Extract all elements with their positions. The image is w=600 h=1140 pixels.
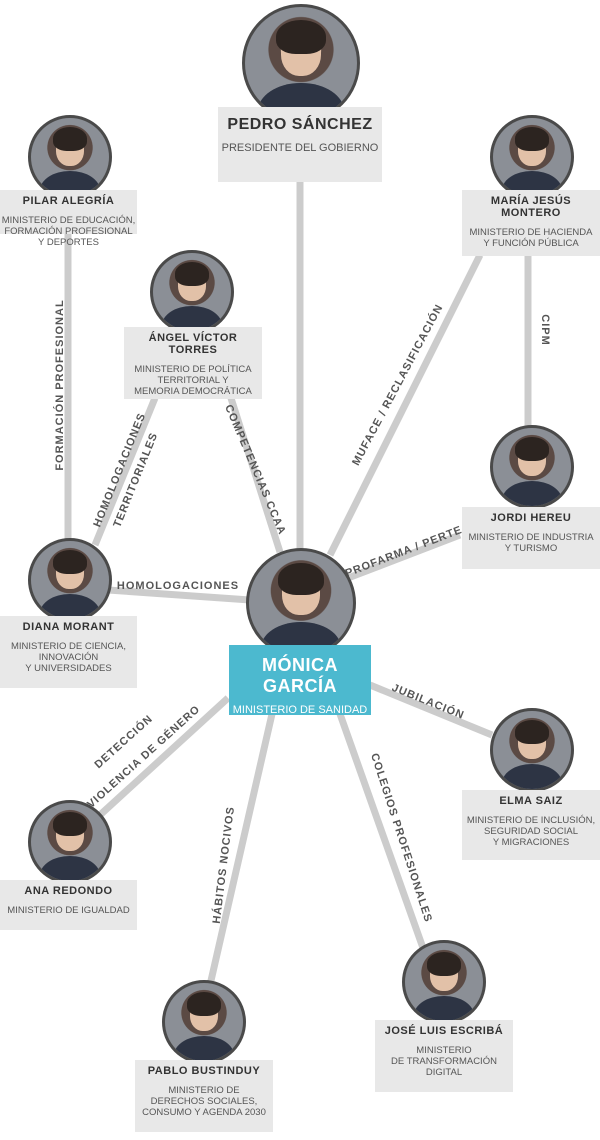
jordi-photo [490,425,574,509]
center-role: MINISTERIO DE SANIDAD [232,704,368,716]
pedro-photo [242,4,360,122]
center-photo [246,548,356,658]
link-label-formacion: FORMACIÓN PROFESIONAL [53,299,66,470]
person-role: PRESIDENTE DEL GOBIERNO [221,142,379,154]
person-card-pedro: PEDRO SÁNCHEZ PRESIDENTE DEL GOBIERNO [218,107,382,182]
person-card-diana: DIANA MORANT MINISTERIO DE CIENCIA, INNOV… [0,616,137,688]
link-label-competencias: COMPETENCIAS CCAA [222,403,288,537]
person-name: PABLO BUSTINDUY [147,1065,261,1077]
person-name: DIANA MORANT [22,621,115,633]
diana-photo [28,538,112,622]
person-card-pilar: PILAR ALEGRÍA MINISTERIO DE EDUCACIÓN, FO… [0,190,137,248]
link-label-colegios: COLEGIOS PROFESIONALES [368,752,434,924]
connection-line [346,531,462,582]
link-label-muface: MUFACE / RECLASIFICACIÓN [349,302,445,468]
elma-photo [490,708,574,792]
ana-photo [28,800,112,884]
connection-line [326,253,484,557]
person-card-pablo: PABLO BUSTINDUY MINISTERIO DE DERECHOS SO… [135,1060,273,1132]
person-role: MINISTERIO DE INCLUSIÓN, SEGURIDAD SOCIA… [466,815,596,849]
person-role: MINISTERIO DE POLÍTICA TERRITORIAL Y MEM… [134,364,252,398]
link-label-homolog: HOMOLOGACIONES [117,580,239,592]
center-card: MÓNICA GARCÍA MINISTERIO DE SANIDAD [229,645,371,716]
connection-line [336,712,427,950]
person-name: ELMA SAIZ [499,795,563,807]
connection-line [368,681,494,739]
person-role: MINISTERIO DE IGUALDAD [7,905,130,916]
person-name: JOSÉ LUIS ESCRIBÁ [384,1025,504,1037]
person-name: PILAR ALEGRÍA [22,195,115,207]
connection-line [206,713,276,986]
connection-line [226,393,284,554]
person-role: MINISTERIO DE TRANSFORMACIÓN DIGITAL [391,1045,497,1079]
center-name: MÓNICA GARCÍA [262,655,338,696]
jose-photo [402,940,486,1024]
person-role: MINISTERIO DE INDUSTRIA Y TURISMO [468,532,594,555]
link-label-profarma: PROFARMA / PERTE [344,524,464,580]
person-role: MINISTERIO DE CIENCIA, INNOVACIÓN Y UNIV… [10,641,127,675]
person-role: MINISTERIO DE HACIENDA Y FUNCIÓN PÚBLICA [469,227,593,250]
link-label-cipm: CIPM [539,314,551,346]
person-name: JORDI HEREU [490,512,572,524]
person-card-maria: MARÍA JESÚS MONTERO MINISTERIO DE HACIEND… [462,190,600,256]
person-card-jose: JOSÉ LUIS ESCRIBÁ MINISTERIO DE TRANSFORM… [375,1020,513,1092]
person-name: ÁNGEL VÍCTOR TORRES [148,332,238,356]
person-card-angel: ÁNGEL VÍCTOR TORRES MINISTERIO DE POLÍTIC… [124,327,262,399]
person-role: MINISTERIO DE EDUCACIÓN, FORMACIÓN PROFE… [1,215,136,249]
connection-line [107,586,251,604]
person-name: MARÍA JESÚS MONTERO [490,195,572,219]
connection-line [97,695,231,818]
person-card-jordi: JORDI HEREU MINISTERIO DE INDUSTRIA Y TUR… [462,507,600,569]
person-card-elma: ELMA SAIZ MINISTERIO DE INCLUSIÓN, SEGURI… [462,790,600,860]
person-card-ana: ANA REDONDO MINISTERIO DE IGUALDAD [0,880,137,930]
person-name: PEDRO SÁNCHEZ [227,116,373,133]
maria-photo [490,115,574,199]
connection-line [91,396,159,547]
pilar-photo [28,115,112,199]
person-name: ANA REDONDO [24,885,113,897]
angel-photo [150,250,234,334]
person-role: MINISTERIO DE DERECHOS SOCIALES, CONSUMO… [142,1085,266,1119]
pablo-photo [162,980,246,1064]
link-label-habitos: HÁBITOS NOCIVOS [210,806,237,925]
